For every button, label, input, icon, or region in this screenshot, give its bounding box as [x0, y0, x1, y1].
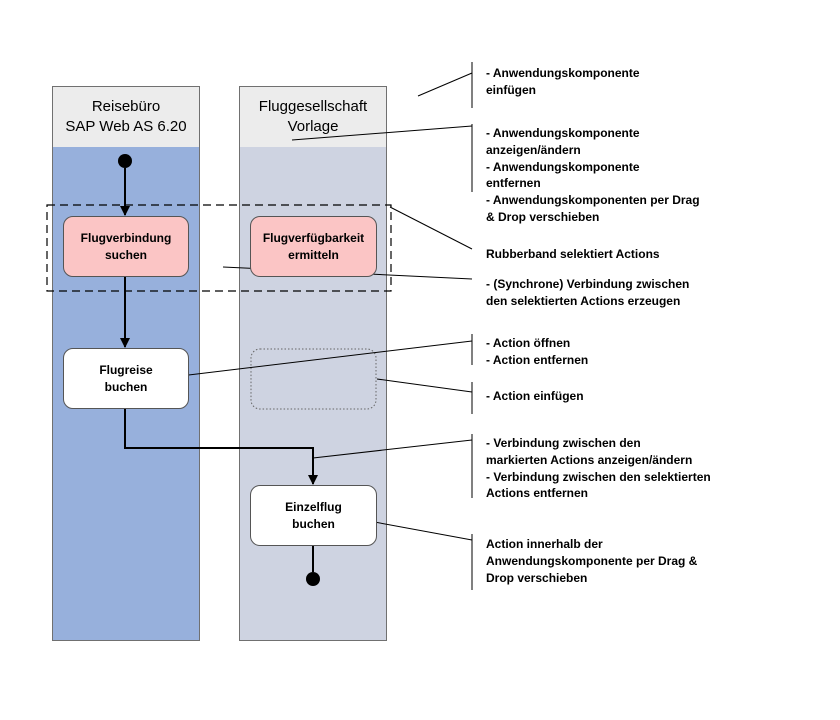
lane-subtitle-fluggesellschaft: Vorlage [287, 118, 339, 135]
action-flugreise-line1: Flugreise [99, 362, 153, 377]
action-flugverbindung-line1: Flugverbindung [80, 230, 172, 245]
end-node[interactable] [306, 572, 320, 586]
lane-title-fluggesellschaft: Fluggesellschaft [258, 98, 368, 115]
action-einzelflug-line1: Einzelflug [285, 499, 342, 514]
action-flugverfuegbarkeit-ermitteln[interactable]: Flugverfügbarkeit ermitteln [250, 216, 377, 277]
action-flugreise-buchen[interactable]: Flugreise buchen [63, 348, 189, 409]
note-rubberband: Rubberband selektiert Actions [486, 247, 660, 261]
action-einzelflug-line2: buchen [292, 516, 335, 531]
callout-line-6 [376, 378, 473, 393]
action-flugverfuegbarkeit-line1: Flugverfügbarkeit [262, 230, 365, 245]
note-anwendungskomponente-einfuegen: - Anwendungskomponente einfügen [486, 66, 640, 97]
lane-title-reisebuero: Reisebüro [91, 98, 161, 115]
callout-line-8 [368, 520, 473, 541]
action-placeholder[interactable] [250, 348, 377, 410]
action-flugreise-line2: buchen [104, 379, 148, 394]
action-einzelflug-buchen[interactable]: Einzelflug buchen [250, 485, 377, 546]
lane-header-fluggesellschaft: Fluggesellschaft Vorlage [240, 87, 386, 148]
note-verbindung-bearbeiten: - Verbindung zwischen den markierten Act… [486, 436, 711, 501]
callout-line-2 [291, 125, 473, 141]
note-anwendungskomponente-bearbeiten: - Anwendungskomponente anzeigen/ändern -… [486, 126, 700, 224]
action-flugverbindung-line2: suchen [104, 247, 147, 262]
flow-flugreise-to-einzelflug[interactable] [124, 409, 318, 485]
note-action-oeffnen-entfernen: - Action öffnen - Action entfernen [486, 336, 589, 367]
note-action-verschieben: Action innerhalb der Anwendungskomponent… [486, 537, 698, 585]
callout-line-5 [171, 340, 473, 378]
callout-line-1 [417, 72, 473, 97]
start-node[interactable] [118, 154, 132, 168]
lane-subtitle-reisebuero: SAP Web AS 6.20 [65, 118, 187, 135]
callout-line-7 [312, 439, 473, 459]
rubberband-selection[interactable] [46, 204, 392, 292]
callout-line-3 [389, 206, 473, 250]
action-flugverfuegbarkeit-line2: ermitteln [288, 247, 339, 262]
note-action-einfuegen: - Action einfügen [486, 389, 584, 403]
action-flugverbindung-suchen[interactable]: Flugverbindung suchen [63, 216, 189, 277]
note-synchrone-verbindung: - (Synchrone) Verbindung zwischen den se… [486, 277, 690, 308]
